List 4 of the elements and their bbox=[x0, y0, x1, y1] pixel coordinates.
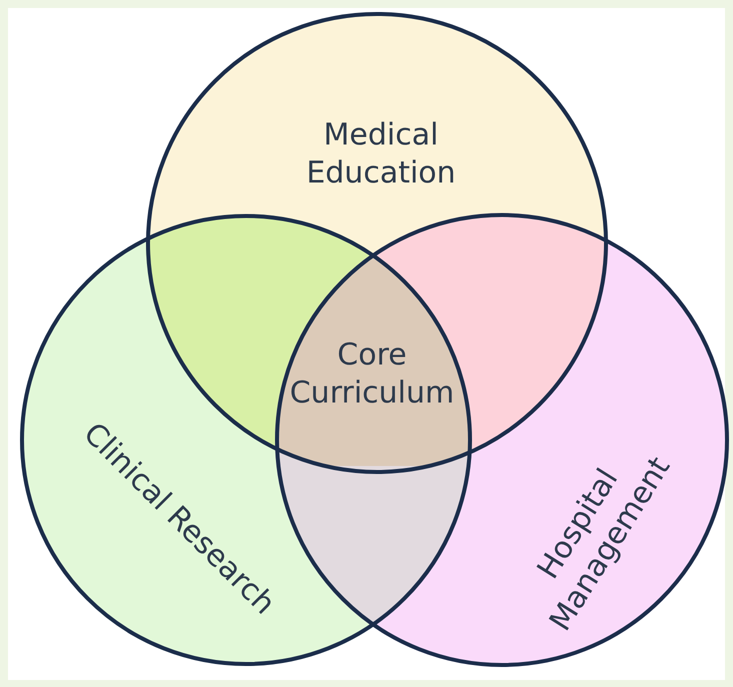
region-label: Core Curriculum bbox=[288, 336, 456, 412]
venn-circle bbox=[20, 214, 472, 666]
region-label: Medical Education bbox=[305, 116, 457, 192]
venn-circle bbox=[275, 213, 729, 667]
